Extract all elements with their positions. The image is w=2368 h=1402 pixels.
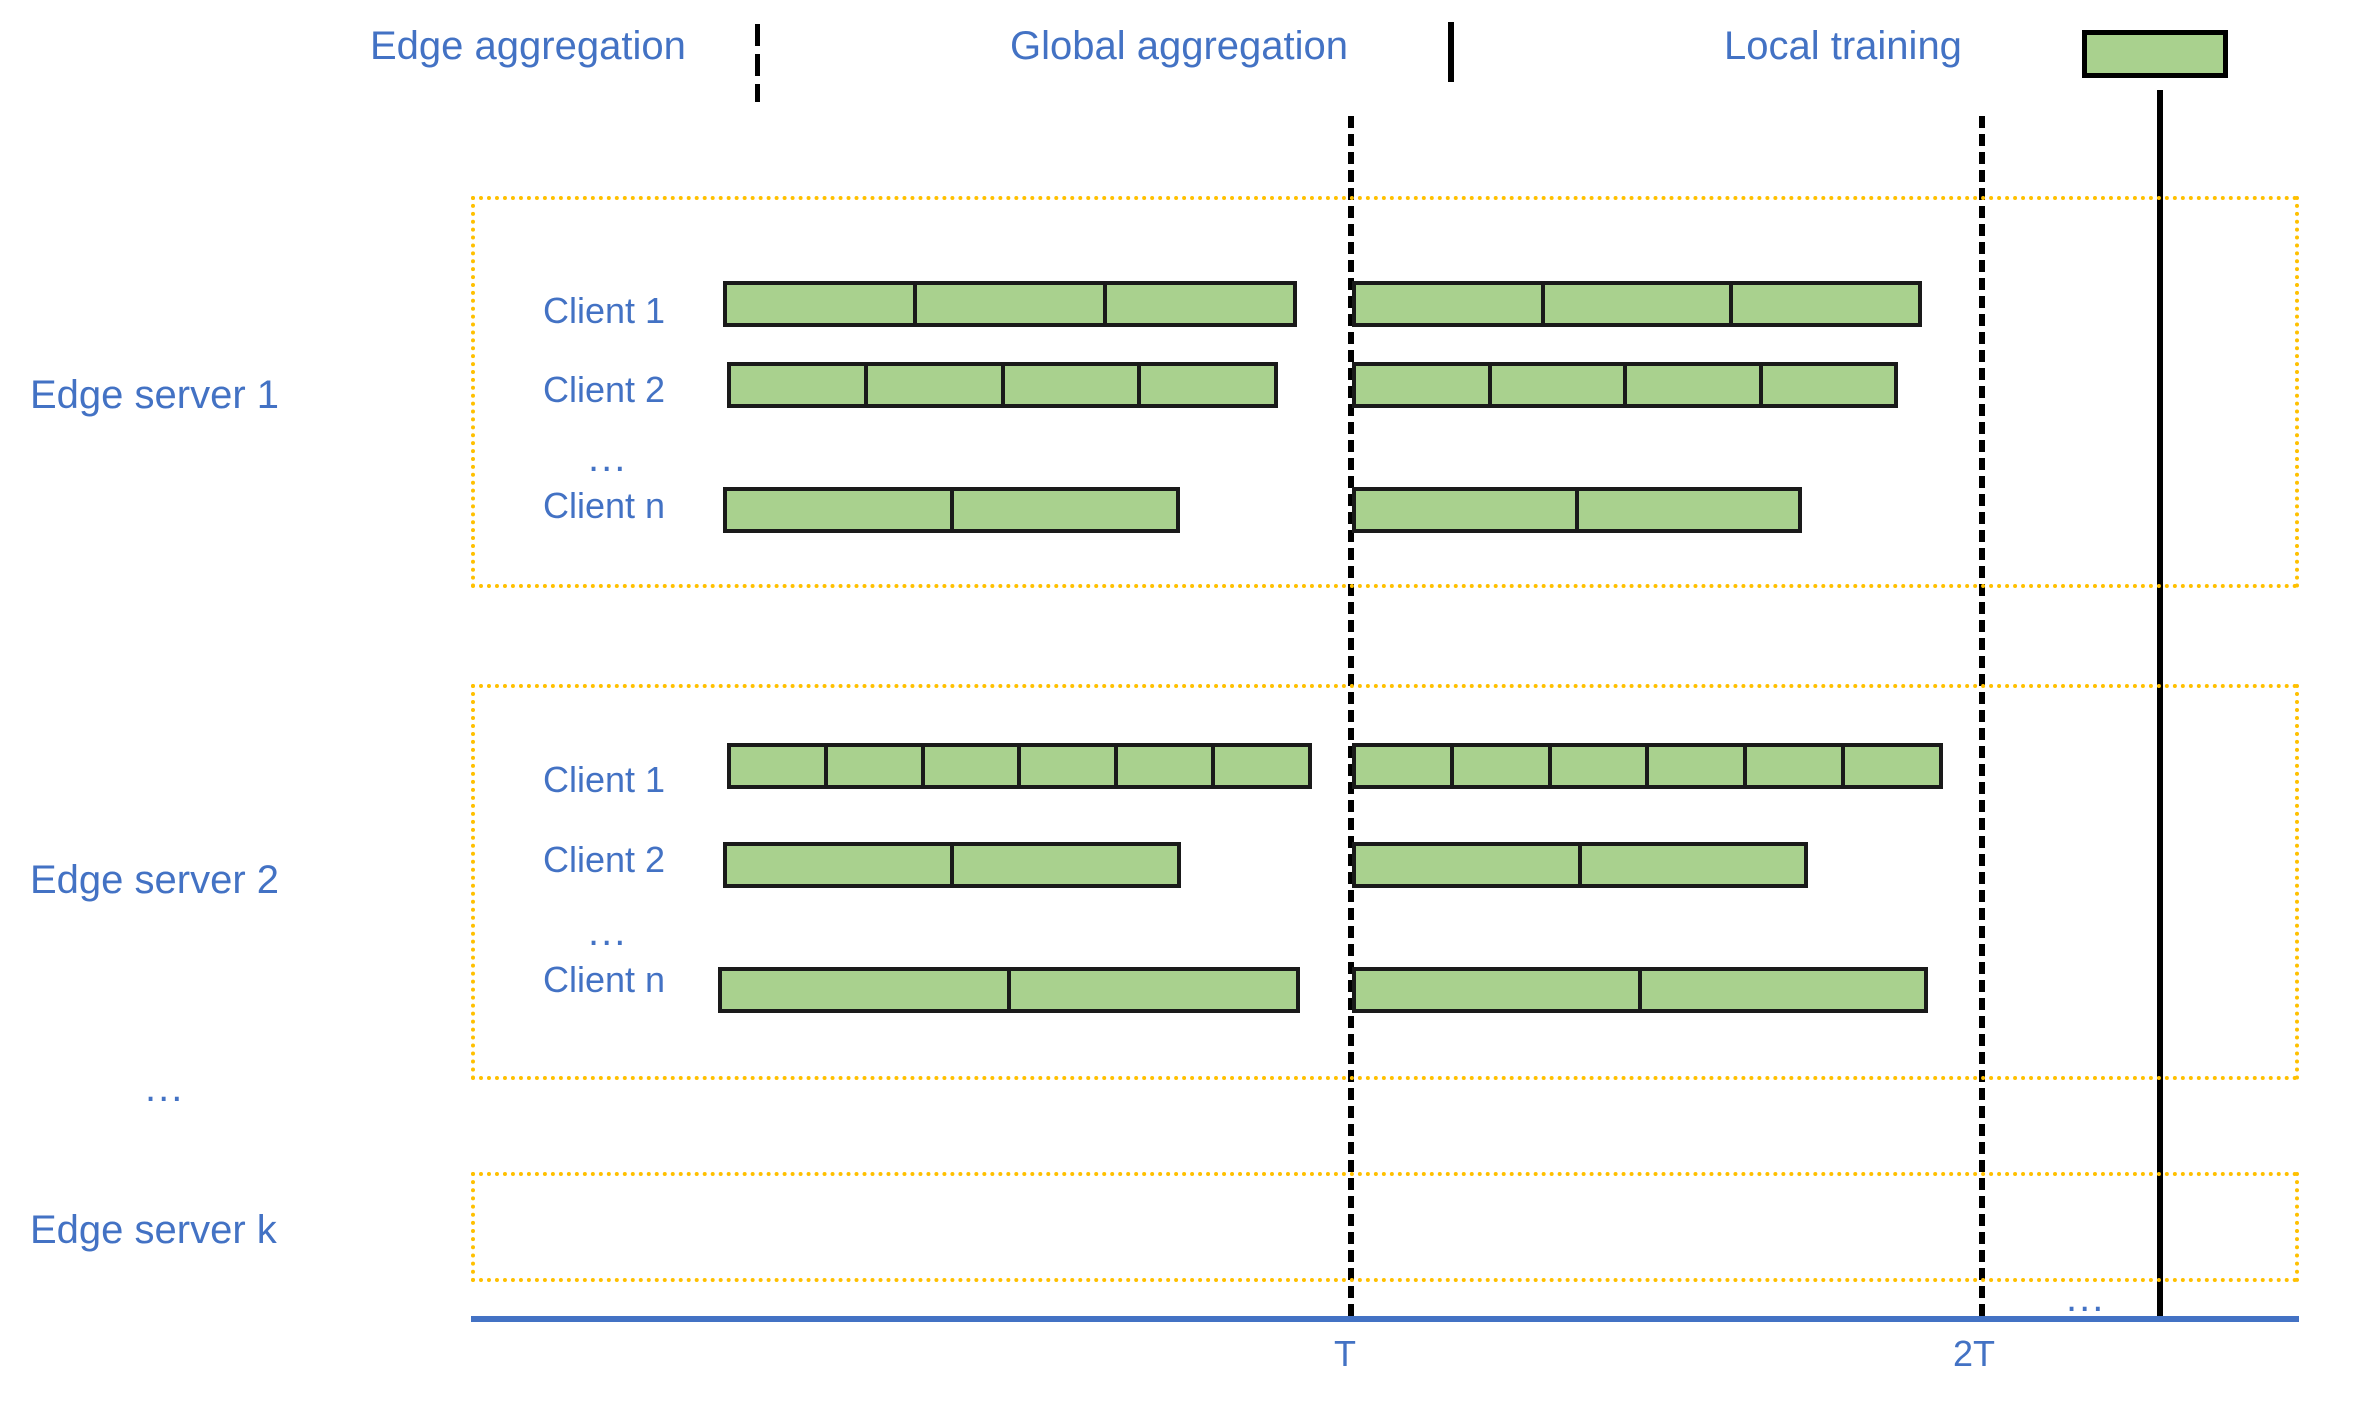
bar-segment (954, 846, 1177, 884)
bar-segment (731, 747, 828, 785)
es2-client-n-round2-bar (1352, 967, 1928, 1013)
global-aggregation-legend-tick (1448, 22, 1454, 82)
bar-segment (1733, 285, 1918, 323)
edge-server-k-label: Edge server k (30, 1208, 277, 1252)
bar-segment (1582, 846, 1804, 884)
bar-segment (1011, 971, 1296, 1009)
es2-client-2-round2-bar (1352, 842, 1808, 888)
bar-segment (954, 491, 1177, 529)
edge-aggregation-legend-tick-2 (755, 54, 760, 76)
bar-segment (1356, 491, 1579, 529)
bar-segment (731, 366, 868, 404)
es1-client-2-round1-bar (727, 362, 1278, 408)
time-axis (471, 1316, 2299, 1322)
es1-client-n-round1-bar (723, 487, 1180, 533)
bar-segment (1118, 747, 1216, 785)
bar-segment (1642, 971, 1924, 1009)
bar-segment (1454, 747, 1552, 785)
es1-client-2-label: Client 2 (543, 369, 666, 410)
global-aggregation-line-2T (1979, 116, 1985, 1316)
axis-trailing-ellipsis: ... (2066, 1276, 2106, 1320)
bar-segment (1747, 747, 1846, 785)
edge-server-2-label: Edge server 2 (30, 858, 280, 902)
bar-segment (1356, 747, 1454, 785)
global-aggregation-line-T (1348, 116, 1354, 1316)
bar-segment (1492, 366, 1627, 404)
bar-segment (727, 846, 954, 884)
bar-segment (1215, 747, 1308, 785)
es1-client-n-label: Client n (543, 485, 666, 526)
bar-segment (1356, 366, 1492, 404)
es1-client-n-round2-bar (1352, 487, 1802, 533)
bar-segment (722, 971, 1011, 1009)
bar-segment (1005, 366, 1142, 404)
es2-client-n-round1-bar (718, 967, 1300, 1013)
bar-segment (1763, 366, 1895, 404)
axis-tick-label-2T: 2T (1953, 1333, 1996, 1374)
bar-segment (1141, 366, 1274, 404)
edge-server-1-box (471, 196, 2299, 588)
es1-client-1-round1-bar (723, 281, 1297, 327)
bar-segment (917, 285, 1107, 323)
edge-server-1-label: Edge server 1 (30, 373, 280, 417)
bar-segment (1627, 366, 1763, 404)
es1-clients-ellipsis: ... (588, 436, 628, 480)
es1-client-2-round2-bar (1352, 362, 1898, 408)
edge-server-2-box (471, 684, 2299, 1080)
bar-segment (868, 366, 1005, 404)
es2-client-2-label: Client 2 (543, 839, 666, 880)
bar-segment (1107, 285, 1293, 323)
edge-aggregation-legend-tick-3 (755, 84, 760, 102)
bar-segment (1021, 747, 1119, 785)
es1-client-1-label: Client 1 (543, 290, 666, 331)
edge-aggregation-legend-label: Edge aggregation (370, 24, 686, 68)
axis-tick-label-T: T (1334, 1333, 1356, 1374)
bar-segment (1649, 747, 1748, 785)
bar-segment (1356, 846, 1582, 884)
bar-segment (1552, 747, 1650, 785)
bar-segment (727, 285, 917, 323)
bar-segment (1545, 285, 1734, 323)
bar-segment (727, 491, 954, 529)
bar-segment (828, 747, 925, 785)
es2-client-1-label: Client 1 (543, 759, 666, 800)
global-aggregation-legend-label: Global aggregation (1010, 24, 1349, 68)
bar-segment (1356, 971, 1642, 1009)
es2-client-n-label: Client n (543, 959, 666, 1000)
bar-segment (1579, 491, 1798, 529)
bar-segment (1356, 285, 1545, 323)
es2-client-2-round1-bar (723, 842, 1181, 888)
timeline-end-marker (2157, 90, 2163, 1316)
es2-client-1-round2-bar (1352, 743, 1943, 789)
edge-server-k-box (471, 1172, 2299, 1282)
edge-servers-ellipsis: ... (145, 1066, 185, 1110)
local-training-legend-swatch (2082, 30, 2228, 78)
es1-client-1-round2-bar (1352, 281, 1922, 327)
bar-segment (1845, 747, 1939, 785)
edge-aggregation-legend-tick-1 (755, 24, 760, 46)
es2-client-1-round1-bar (727, 743, 1312, 789)
bar-segment (925, 747, 1022, 785)
local-training-legend-label: Local training (1724, 24, 1962, 68)
es2-clients-ellipsis: ... (588, 910, 628, 954)
